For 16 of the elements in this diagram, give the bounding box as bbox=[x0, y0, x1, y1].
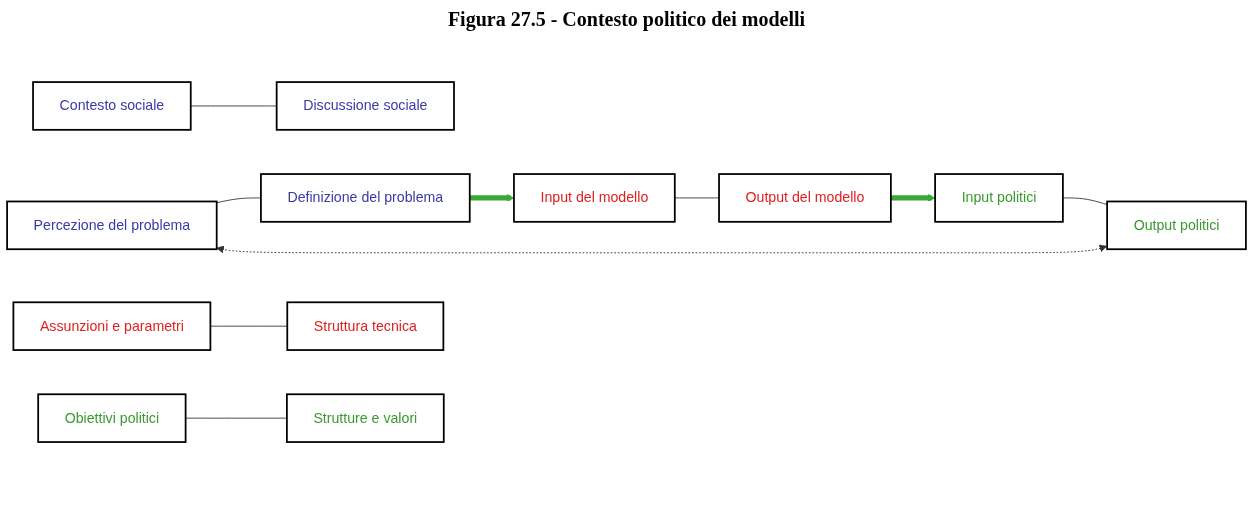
figure-title: Figura 27.5 - Contesto politico dei modelli bbox=[446, 8, 807, 31]
node-box: Input politici bbox=[934, 173, 1064, 224]
node-box: Obiettivi politici bbox=[37, 393, 187, 444]
node-box: Input del modello bbox=[513, 173, 676, 224]
arrow bbox=[890, 194, 936, 203]
node-box: Output politici bbox=[1106, 201, 1247, 251]
node-box: Struttura tecnica bbox=[286, 301, 445, 352]
connector bbox=[1062, 197, 1108, 206]
node-box: Contesto sociale bbox=[32, 81, 192, 132]
node-box: Discussione sociale bbox=[275, 81, 455, 132]
node-box: Output del modello bbox=[718, 173, 892, 224]
node-box: Strutture e valori bbox=[286, 393, 445, 444]
node-box: Percezione del problema bbox=[6, 201, 218, 251]
node-box: Assunzioni e parametri bbox=[12, 301, 212, 352]
node-box: Definizione del problema bbox=[260, 173, 471, 224]
connector bbox=[674, 197, 720, 199]
